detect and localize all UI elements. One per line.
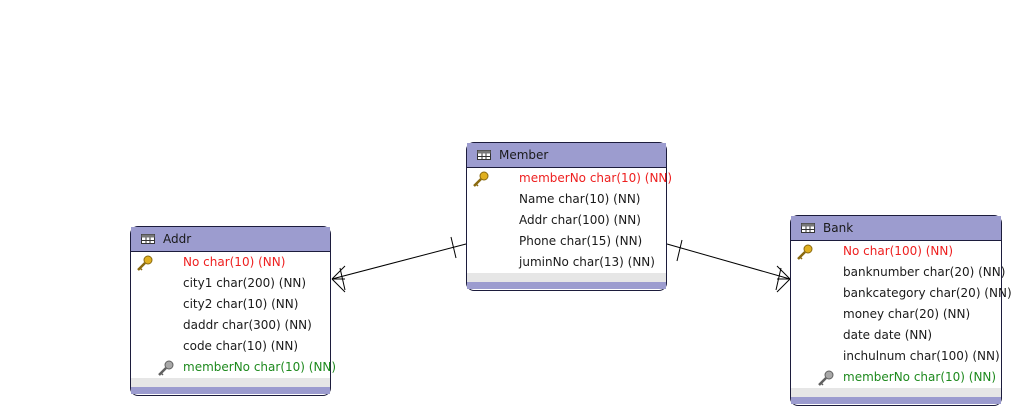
entity-footer-bar bbox=[131, 387, 330, 394]
attribute-label: bankcategory char(20) (NN) bbox=[843, 286, 1012, 300]
table-icon bbox=[477, 150, 491, 160]
table-icon bbox=[141, 234, 155, 244]
entity-header[interactable]: Addr bbox=[131, 227, 330, 252]
attribute-row[interactable]: juminNo char(13) (NN) bbox=[467, 252, 666, 273]
foreign-key-icon bbox=[158, 360, 174, 376]
entity-title: Bank bbox=[823, 221, 854, 235]
attribute-label: memberNo char(10) (NN) bbox=[519, 171, 673, 185]
crowfoot-lower bbox=[331, 278, 346, 293]
entity-footer bbox=[791, 388, 1001, 397]
attribute-row[interactable]: bankcategory char(20) (NN) bbox=[791, 283, 1012, 304]
attribute-row[interactable]: Addr char(100) (NN) bbox=[467, 210, 666, 231]
attribute-label: banknumber char(20) (NN) bbox=[843, 265, 1006, 279]
one-bar bbox=[450, 236, 457, 259]
entity-footer-bar bbox=[467, 282, 666, 289]
entity-footer-bar bbox=[791, 397, 1001, 404]
attribute-row[interactable]: memberNo char(10) (NN) bbox=[467, 168, 672, 189]
attribute-row[interactable]: city2 char(10) (NN) bbox=[131, 294, 330, 315]
entity-bank[interactable]: Bank No char(100) (NN) banknumber char(2… bbox=[790, 215, 1012, 406]
attribute-row[interactable]: code char(10) (NN) bbox=[131, 336, 330, 357]
attribute-label: Addr char(100) (NN) bbox=[519, 213, 641, 227]
attribute-label: city2 char(10) (NN) bbox=[183, 297, 299, 311]
attribute-row[interactable]: city1 char(200) (NN) bbox=[131, 273, 330, 294]
crowfoot-lower bbox=[776, 278, 791, 293]
relationship-member-bank[interactable] bbox=[666, 239, 791, 293]
attribute-label: Name char(10) (NN) bbox=[519, 192, 641, 206]
entity-title: Addr bbox=[163, 232, 192, 246]
crowfoot-upper bbox=[776, 265, 791, 280]
crowfoot-upper bbox=[331, 265, 346, 280]
attribute-row[interactable]: No char(10) (NN) bbox=[131, 252, 330, 273]
foreign-key-icon bbox=[818, 370, 834, 386]
attribute-row[interactable]: Phone char(15) (NN) bbox=[467, 231, 666, 252]
attribute-row[interactable]: inchulnum char(100) (NN) bbox=[791, 346, 1001, 367]
attribute-row[interactable]: memberNo char(10) (NN) bbox=[791, 367, 1001, 388]
entity-title: Member bbox=[499, 148, 549, 162]
attribute-label: daddr char(300) (NN) bbox=[183, 318, 312, 332]
attribute-label: Phone char(15) (NN) bbox=[519, 234, 643, 248]
attribute-row[interactable]: Name char(10) (NN) bbox=[467, 189, 666, 210]
entity-header[interactable]: Bank bbox=[791, 216, 1001, 241]
entity-footer bbox=[467, 273, 666, 282]
entity-member[interactable]: Member memberNo char(10) (NN) Name char(… bbox=[466, 142, 672, 291]
one-bar bbox=[676, 239, 683, 262]
attribute-label: memberNo char(10) (NN) bbox=[843, 370, 997, 384]
relationship-member-addr[interactable] bbox=[331, 236, 467, 293]
primary-key-icon bbox=[473, 171, 489, 187]
entity-header[interactable]: Member bbox=[467, 143, 666, 168]
attribute-row[interactable]: money char(20) (NN) bbox=[791, 304, 1001, 325]
entity-footer bbox=[131, 378, 330, 387]
attribute-label: city1 char(200) (NN) bbox=[183, 276, 307, 290]
many-bar bbox=[339, 267, 346, 291]
attribute-label: date date (NN) bbox=[843, 328, 933, 342]
attribute-row[interactable]: No char(100) (NN) bbox=[791, 241, 1001, 262]
attribute-row[interactable]: date date (NN) bbox=[791, 325, 1001, 346]
many-bar bbox=[775, 267, 782, 291]
attribute-label: No char(100) (NN) bbox=[843, 244, 954, 258]
attribute-label: inchulnum char(100) (NN) bbox=[843, 349, 1000, 363]
attribute-label: No char(10) (NN) bbox=[183, 255, 286, 269]
primary-key-icon bbox=[137, 255, 153, 271]
primary-key-icon bbox=[797, 244, 813, 260]
table-icon bbox=[801, 223, 815, 233]
attribute-label: money char(20) (NN) bbox=[843, 307, 971, 321]
attribute-label: code char(10) (NN) bbox=[183, 339, 299, 353]
entity-addr[interactable]: Addr No char(10) (NN) city1 char(200) (N… bbox=[130, 226, 336, 396]
attribute-label: memberNo char(10) (NN) bbox=[183, 360, 337, 374]
attribute-label: juminNo char(13) (NN) bbox=[519, 255, 655, 269]
attribute-row[interactable]: memberNo char(10) (NN) bbox=[131, 357, 336, 378]
attribute-row[interactable]: banknumber char(20) (NN) bbox=[791, 262, 1005, 283]
attribute-row[interactable]: daddr char(300) (NN) bbox=[131, 315, 330, 336]
